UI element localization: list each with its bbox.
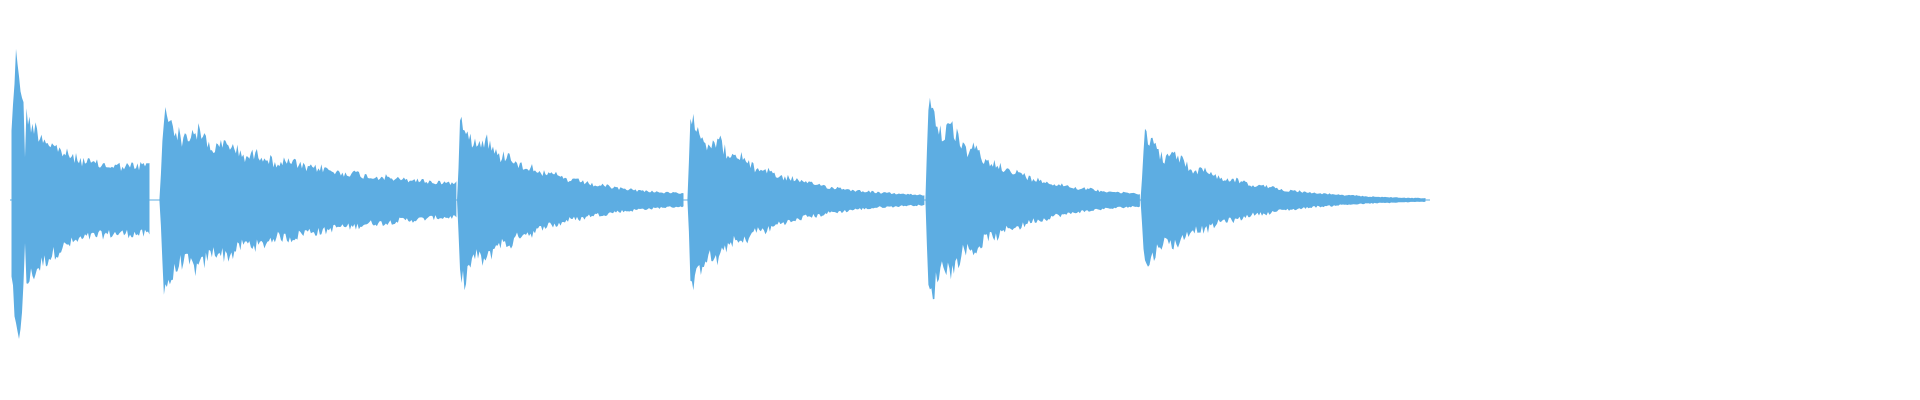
waveform-notes [11, 48, 1426, 340]
waveform-note-3 [457, 116, 684, 291]
waveform-note-5 [925, 97, 1140, 300]
waveform-note-1 [11, 48, 150, 340]
waveform-note-4 [687, 113, 925, 291]
waveform-note-6 [1140, 128, 1426, 267]
waveform-note-2 [159, 107, 457, 295]
